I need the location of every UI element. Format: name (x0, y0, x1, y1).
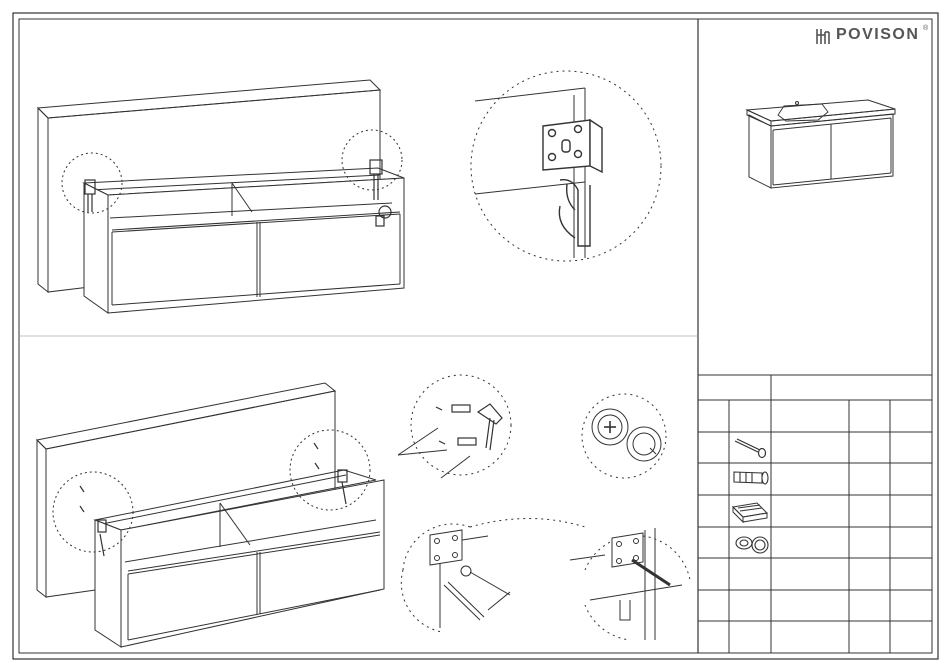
bracket-screw-detail-right (570, 528, 690, 640)
step-1-diagram (38, 80, 404, 313)
screw-icon (735, 439, 766, 458)
cover-cap-detail (582, 394, 666, 478)
bracket-zoom-icon (543, 120, 602, 246)
felt-pad-icon (733, 503, 767, 522)
wall-anchor-icon (734, 472, 768, 484)
bracket-screw-detail-left (401, 519, 585, 633)
registered-mark: ® (923, 25, 928, 32)
brand-name: POVISON (836, 26, 919, 44)
vanity-cabinet-2 (95, 470, 384, 647)
anchor-hammer-detail (398, 375, 511, 478)
vanity-cabinet (84, 168, 404, 313)
step-2-diagram (37, 383, 384, 647)
product-thumbnail (747, 100, 895, 188)
parts-table (698, 375, 932, 653)
wall-anchor-detail-icon (436, 405, 476, 445)
screw-cover-cap-icon (736, 537, 768, 553)
hammer-icon (478, 404, 502, 450)
step-1-detail-zoom (471, 71, 661, 261)
brand-logo-icon (817, 29, 829, 44)
